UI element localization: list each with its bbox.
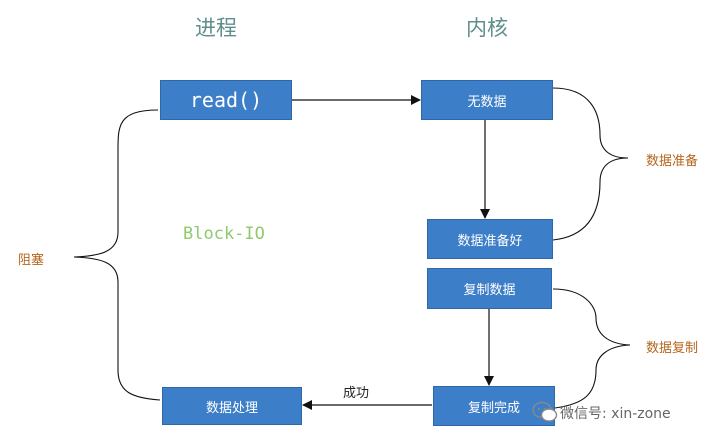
brace-blocked [73,109,161,401]
brace-copy [552,288,631,409]
copy-data-box: 复制数据 [427,268,552,309]
process-heading: 进程 [195,16,237,40]
prepare-label: 数据准备 [646,154,699,169]
kernel-heading: 内核 [466,16,508,40]
blocked-label: 阻塞 [18,253,45,268]
read-call-box: read() [160,80,292,120]
success-label: 成功 [343,386,370,401]
process-data-box: 数据处理 [162,387,302,425]
wechat-icon [532,401,558,422]
brace-prepare [552,87,629,241]
block-io-label: Block-IO [183,224,265,244]
no-data-box: 无数据 [421,80,553,120]
data-ready-box: 数据准备好 [427,219,553,259]
copy-label: 数据复制 [646,341,699,356]
watermark-text: 微信号: xin-zone [560,406,671,422]
